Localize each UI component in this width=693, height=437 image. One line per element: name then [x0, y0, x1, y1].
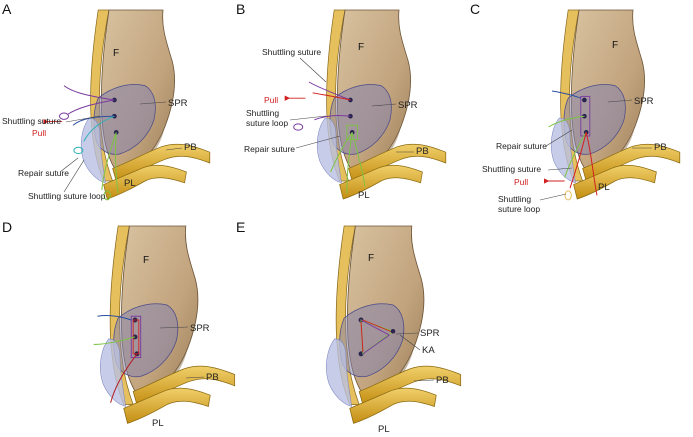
label-pull: Pull — [32, 128, 46, 138]
label-spr: SPR — [190, 323, 210, 334]
label-f: F — [143, 255, 149, 266]
label-shuttling-loop-2: suture loop — [246, 118, 288, 128]
label-spr: SPR — [634, 96, 654, 107]
label-repair-suture: Repair suture — [496, 141, 547, 151]
label-repair-suture: Repair suture — [244, 144, 295, 154]
label-pb: PB — [654, 142, 667, 153]
panel-letter-b: B — [236, 1, 245, 17]
label-spr: SPR — [168, 98, 188, 109]
label-pb: PB — [206, 372, 219, 383]
label-pl: PL — [124, 178, 136, 189]
label-shuttling-loop-1: Shuttling — [246, 108, 279, 118]
label-pb: PB — [436, 375, 449, 386]
label-pb: PB — [416, 146, 429, 157]
label-spr: SPR — [398, 100, 418, 111]
label-shuttling-loop-1: Shuttling — [498, 194, 531, 204]
label-shuttling-loop-2: suture loop — [498, 204, 540, 214]
panel-letter-e: E — [236, 219, 245, 235]
panel-b: B F SPR PB PL Shuttling suture Pull Shut… — [236, 1, 447, 201]
panel-d: D F SPR PB PL — [2, 219, 236, 429]
label-shuttling-suture: Shuttling suture — [482, 164, 541, 174]
label-pl: PL — [152, 418, 164, 429]
panel-letter-c: C — [470, 1, 480, 17]
label-f: F — [368, 253, 374, 264]
label-pull: Pull — [514, 177, 528, 187]
label-pl: PL — [378, 424, 390, 435]
label-f: F — [358, 42, 364, 53]
label-shuttling-suture-loop: Shuttling suture loop — [28, 191, 106, 201]
label-repair-suture: Repair suture — [18, 168, 69, 178]
label-spr: SPR — [420, 328, 440, 339]
panel-e: E F SPR KA PB PL — [236, 219, 462, 435]
panel-c: C F SPR PB PL Repair suture Shuttling su… — [470, 1, 681, 214]
label-shuttling-suture: Shuttling suture — [2, 116, 61, 126]
label-pull: Pull — [264, 95, 278, 105]
label-f: F — [113, 48, 119, 59]
label-shuttling-suture: Shuttling suture — [262, 47, 321, 57]
panel-a: A F SPR PB PL Shuttling suture — [2, 1, 211, 201]
label-f: F — [612, 40, 618, 51]
label-ka: KA — [422, 345, 435, 356]
label-pl: PL — [598, 182, 610, 193]
panel-letter-a: A — [2, 1, 12, 17]
label-pb: PB — [184, 142, 197, 153]
panel-letter-d: D — [2, 219, 12, 235]
label-pl: PL — [358, 190, 370, 201]
